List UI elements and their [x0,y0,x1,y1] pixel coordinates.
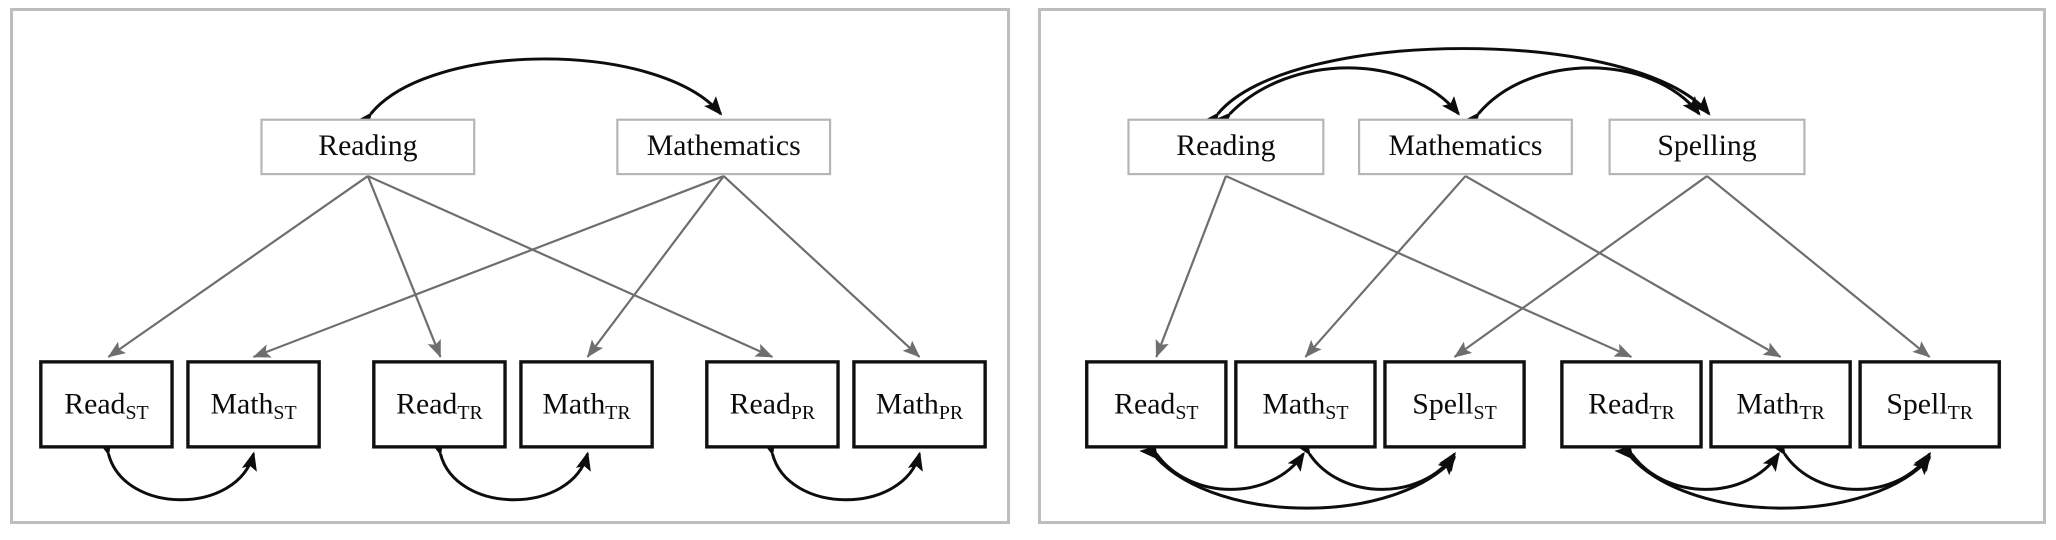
rescov-read-spell-st [1139,440,1457,510]
observed-box-math-pr[interactable]: MathPR [852,360,987,449]
loading-paths [1155,175,1931,358]
observed-sub-read-tr: TR [457,402,483,424]
svg-text:MathTR: MathTR [1736,388,1825,424]
loading-reading-to-read-st [107,175,369,358]
loading-spelling-to-spell-st [1453,175,1708,358]
svg-text:ReadPR: ReadPR [730,388,816,424]
observed-sub-math-st: ST [273,402,296,424]
observed-sub-spell-tr: TR [1948,402,1974,424]
latent-label-mathematics: Mathematics [1388,130,1542,162]
panel-left-canvas: Reading Mathematics ReadST MathST [39,57,987,502]
rescov-tr [428,435,591,502]
loading-math-to-math-st [252,175,725,358]
loading-paths-mathematics [252,175,921,358]
svg-text:MathST: MathST [1262,388,1348,424]
observed-sub-math-tr: TR [1799,402,1825,424]
factor-cov-reading-mathematics [1212,66,1460,132]
observed-box-read-pr[interactable]: ReadPR [705,360,840,449]
loading-math-to-math-pr [722,175,921,358]
panel-left-two-factor-model: Reading Mathematics ReadST MathST [10,8,1010,524]
loading-math-to-math-tr [1464,175,1782,358]
observed-base-math-st: Math [1262,388,1325,420]
svg-text:ReadTR: ReadTR [1588,388,1675,424]
residual-covariances [96,435,923,502]
observed-base-spell-st: Spell [1412,388,1473,420]
panel-right-canvas: Reading Mathematics Spelling ReadST M [1085,47,2001,510]
observed-box-read-st[interactable]: ReadST [1085,360,1228,449]
loading-reading-to-read-tr [1225,175,1633,358]
rescov-read-math-st [1140,435,1305,491]
rescov-st [96,435,257,502]
observed-base-spell-tr: Spell [1886,388,1947,420]
svg-text:MathTR: MathTR [542,388,631,424]
observed-box-math-st[interactable]: MathST [186,360,321,449]
observed-box-spell-st[interactable]: SpellST [1383,360,1526,449]
observed-base-read-st: Read [64,388,125,420]
loading-math-to-math-tr [586,175,725,358]
observed-base-math-pr: Math [876,388,939,420]
svg-text:ReadTR: ReadTR [396,388,483,424]
residual-covariances-tr [1614,435,1932,510]
svg-text:MathST: MathST [210,388,296,424]
observed-box-read-tr[interactable]: ReadTR [372,360,507,449]
rescov-math-spell-tr [1768,435,1932,491]
factor-cov-reading-spelling [1201,47,1711,132]
latent-label-reading: Reading [1176,130,1275,162]
residual-covariances-st [1139,435,1457,510]
latent-label-mathematics: Mathematics [647,130,801,162]
latent-box-reading[interactable]: Reading [1127,118,1325,176]
svg-text:SpellST: SpellST [1412,388,1496,424]
observed-sub-read-st: ST [1175,402,1198,424]
latent-label-spelling: Spelling [1657,130,1756,162]
factor-covariance-reading-mathematics [354,57,723,132]
svg-text:ReadST: ReadST [1114,388,1198,424]
loading-math-to-math-st [1304,175,1467,358]
observed-sub-math-st: ST [1325,402,1348,424]
observed-box-math-tr[interactable]: MathTR [519,360,654,449]
rescov-pr [760,435,923,502]
rescov-math-spell-st [1293,435,1456,491]
svg-text:SpellTR: SpellTR [1886,388,1973,424]
loading-spelling-to-spell-tr [1706,175,1931,358]
observed-base-read-tr: Read [1588,388,1649,420]
observed-base-math-tr: Math [542,388,605,420]
latent-box-spelling[interactable]: Spelling [1608,118,1806,176]
latent-box-mathematics[interactable]: Mathematics [1358,118,1573,176]
observed-sub-spell-st: ST [1474,402,1497,424]
observed-box-math-tr[interactable]: MathTR [1709,360,1852,449]
svg-text:MathPR: MathPR [876,388,964,424]
rescov-read-math-tr [1615,435,1780,491]
observed-base-math-tr: Math [1736,388,1799,420]
factor-covariances [1201,47,1711,132]
observed-sub-read-tr: TR [1649,402,1675,424]
svg-text:ReadST: ReadST [64,388,148,424]
observed-sub-math-pr: PR [939,402,964,424]
latent-box-mathematics[interactable]: Mathematics [616,118,832,176]
observed-base-read-st: Read [1114,388,1175,420]
observed-base-math-st: Math [210,388,273,420]
observed-sub-read-pr: PR [791,402,816,424]
observed-base-read-pr: Read [730,388,791,420]
loading-reading-to-read-tr [366,175,442,358]
loading-reading-to-read-st [1155,175,1227,358]
factor-cov-mathematics-spelling [1461,66,1701,132]
observed-base-read-tr: Read [396,388,457,420]
observed-box-read-tr[interactable]: ReadTR [1560,360,1703,449]
latent-box-reading[interactable]: Reading [260,118,476,176]
panel-right-three-factor-model: Reading Mathematics Spelling ReadST M [1038,8,2046,524]
latent-label-reading: Reading [318,130,417,162]
observed-sub-math-tr: TR [605,402,631,424]
loading-paths-reading [107,175,774,358]
observed-box-math-st[interactable]: MathST [1234,360,1377,449]
observed-box-read-st[interactable]: ReadST [39,360,174,449]
observed-box-spell-tr[interactable]: SpellTR [1858,360,2001,449]
rescov-read-spell-tr [1614,440,1932,510]
observed-sub-read-st: ST [125,402,148,424]
loading-reading-to-read-pr [367,175,774,358]
